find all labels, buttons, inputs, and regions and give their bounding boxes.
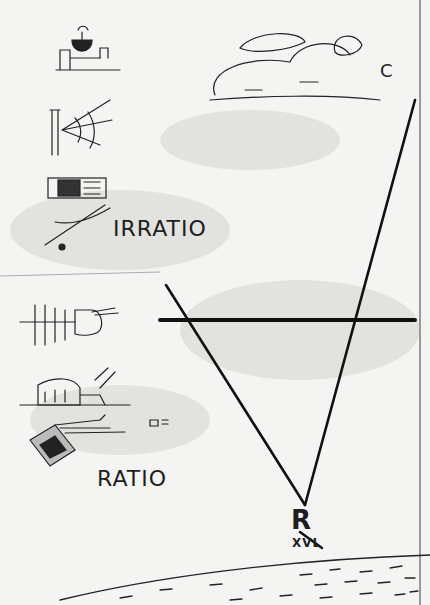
paper-texture xyxy=(10,110,420,455)
irratio-label: IRRATIO xyxy=(113,218,207,240)
divider-line xyxy=(0,272,160,276)
corner-letter: C xyxy=(380,62,394,80)
ratio-label: RATIO xyxy=(97,468,167,490)
numeral-label: XVL xyxy=(292,537,321,549)
v-figure xyxy=(160,100,415,505)
vertex-letter: R xyxy=(291,507,312,533)
irratio-sketches xyxy=(45,26,120,250)
ground-arc xyxy=(60,555,430,600)
page-edge xyxy=(419,0,421,605)
clouds xyxy=(210,34,380,100)
ratio-sketches xyxy=(20,305,168,466)
ground-hatching xyxy=(120,566,418,600)
